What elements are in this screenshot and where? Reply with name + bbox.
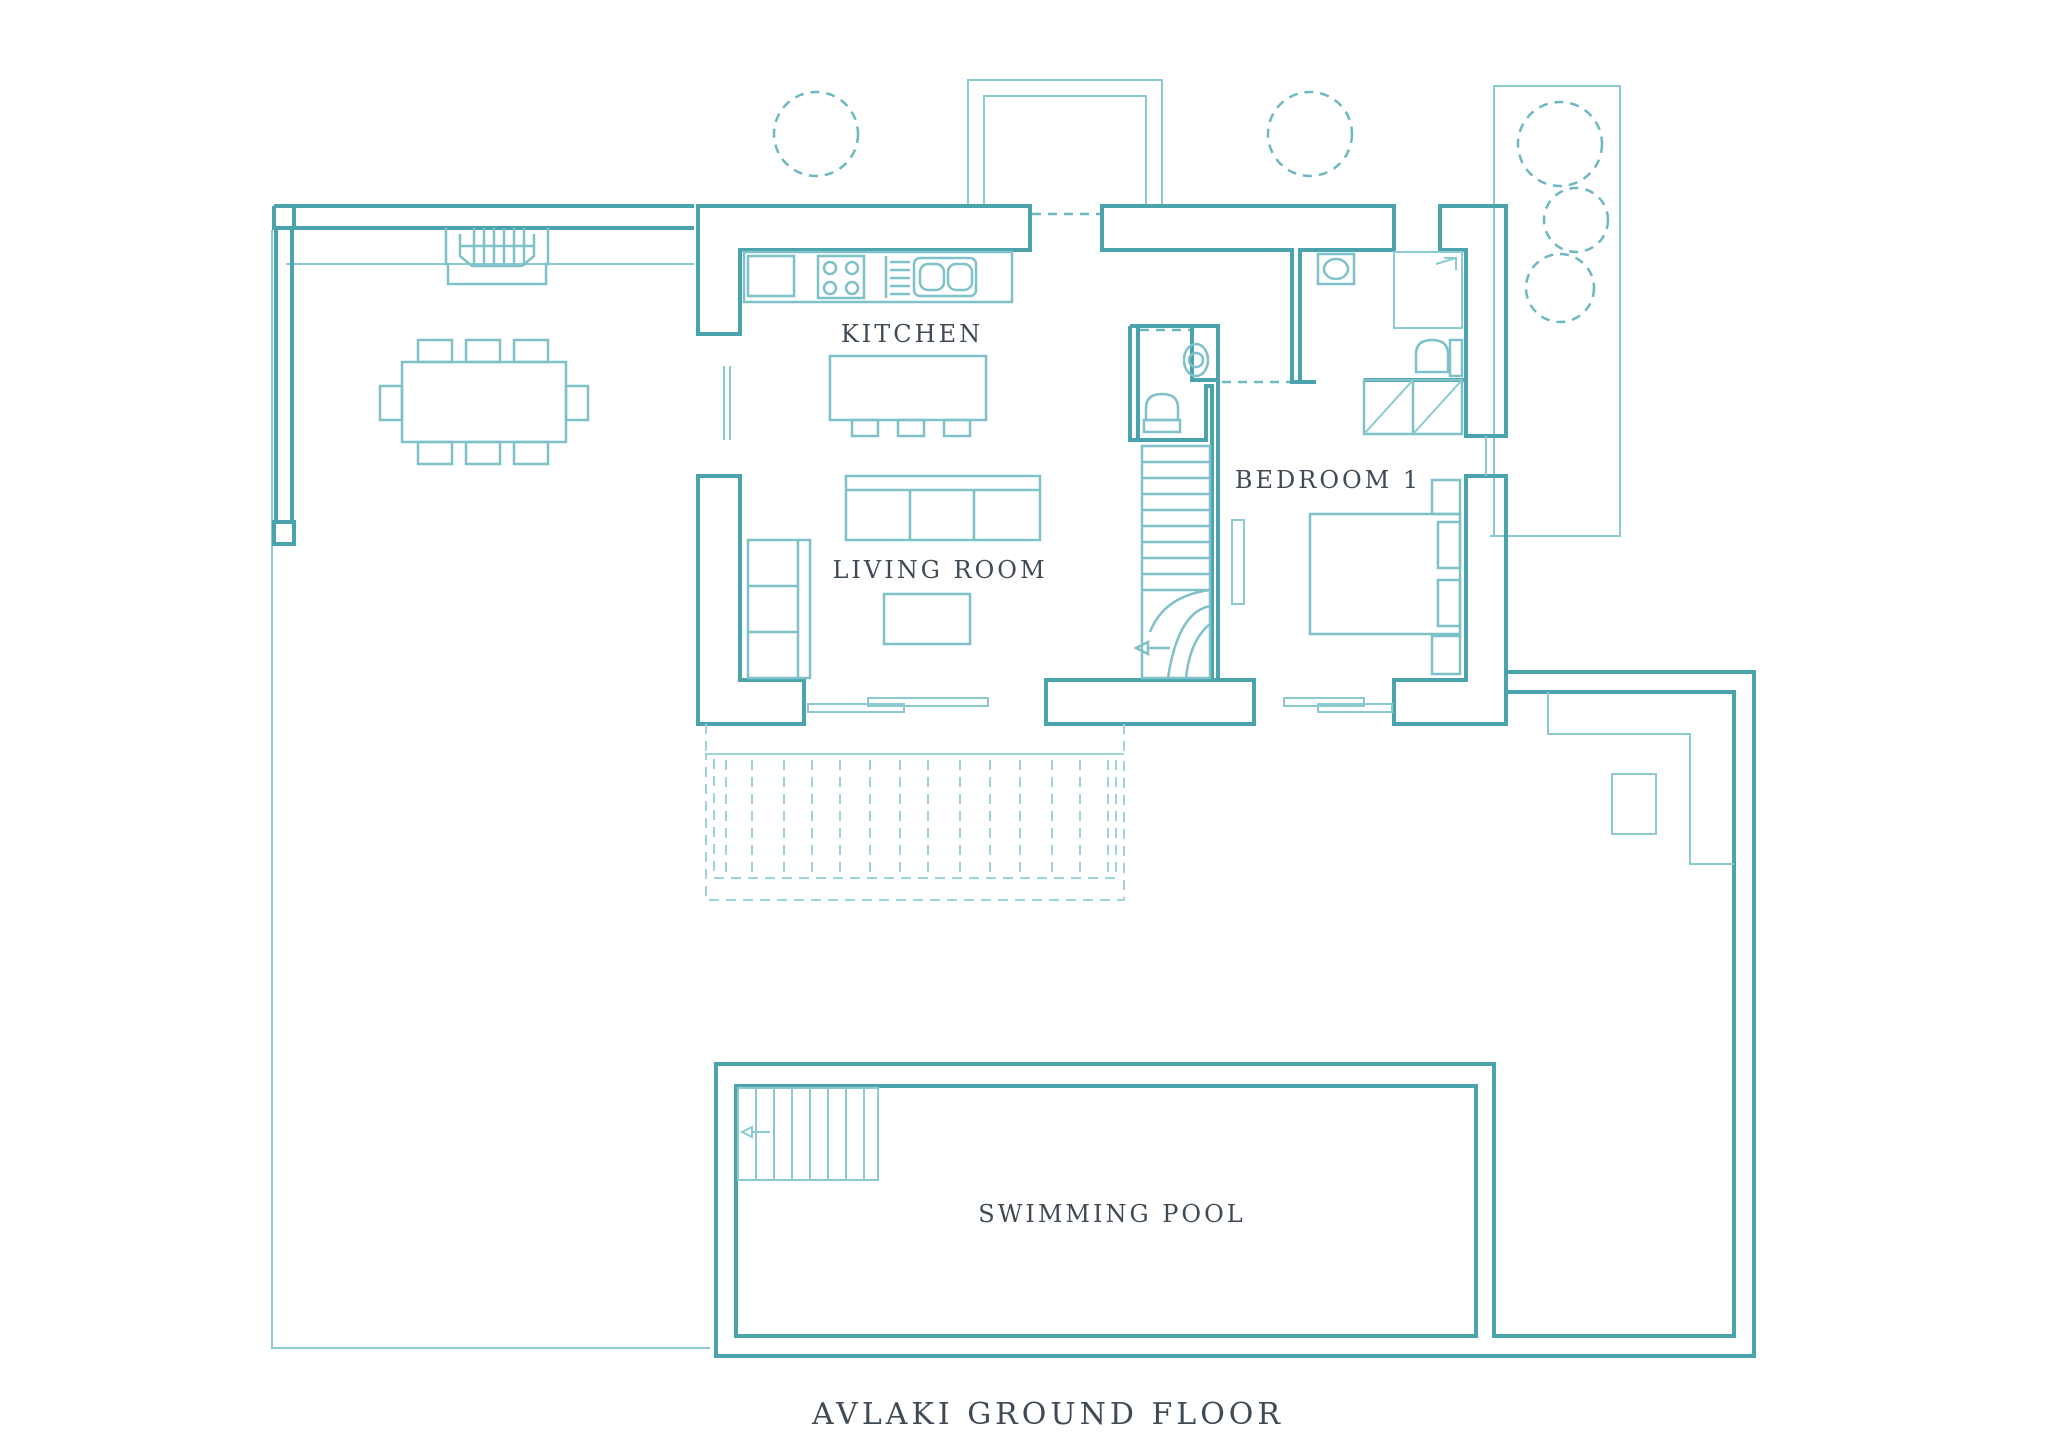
living-room-label: LIVING ROOM — [832, 556, 1047, 584]
staircase — [1133, 444, 1212, 680]
trees — [772, 90, 1610, 324]
bedroom-furniture — [1231, 478, 1462, 713]
kitchen-counter — [742, 250, 1014, 304]
living-room-furniture — [746, 474, 1042, 713]
kitchen-label: KITCHEN — [841, 320, 983, 348]
bedroom-1-label: BEDROOM 1 — [1235, 466, 1421, 494]
sun-loungers — [705, 724, 1125, 901]
plan-title: AVLAKI GROUND FLOOR — [811, 1397, 1284, 1432]
bathroom-fixtures — [1316, 251, 1464, 436]
room-labels: KITCHEN LIVING ROOM BEDROOM 1 SWIMMING P… — [832, 320, 1421, 1228]
bbq-fireplace — [444, 228, 550, 286]
swimming-pool — [734, 1084, 1478, 1338]
site-boundary — [271, 79, 1621, 1349]
swimming-pool-label: SWIMMING POOL — [978, 1200, 1245, 1228]
kitchen-island — [723, 354, 988, 440]
pool-terrace — [714, 670, 1756, 1358]
wc-fixtures — [1140, 328, 1290, 434]
outdoor-dining-table — [378, 338, 590, 466]
